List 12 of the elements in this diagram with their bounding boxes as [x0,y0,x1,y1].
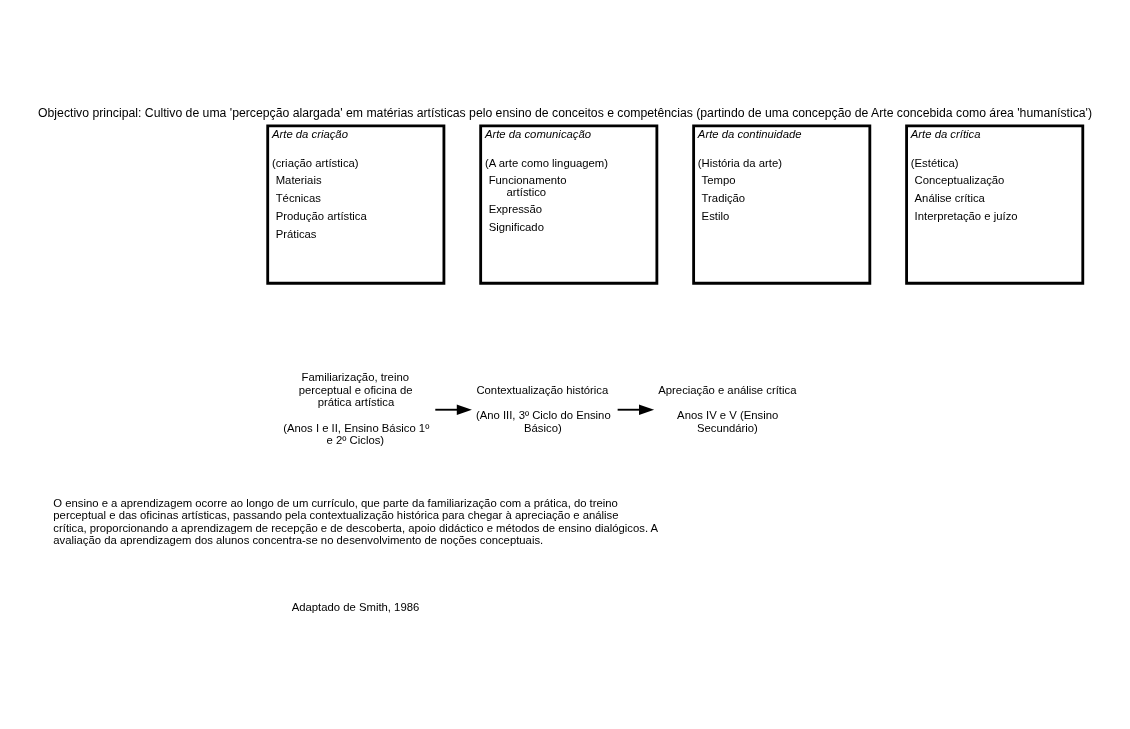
label: Adaptado de Smith, 1986 [291,601,420,614]
diagram-title: Objectivo principal: Cultivo de uma 'percepção alargada' em matérias artísticas pelo ensino de conceitos e competências (partindo de uma concepção de Arte concebida como área 'humanística') [38,106,1092,121]
node-box: Arte da comunicação (A arte como linguagem) Funcionamento artístico Expressão Significado [479,124,659,285]
node-text: Familiarização, treino perceptual e oficina de prática artística (Anos I e II, Ensino Básico 1º e 2º Ciclos) [283,371,430,446]
label: O ensino e a aprendizagem ocorre ao longo de um currículo, que parte da familiarização com a prática, do treino perceptual e das oficinas artísticas, passando pela contextualização histórica para chegar à apreciação e análise crítica, proporcionando a aprendizagem de recepção e de descoberta, apoio didáctico e métodos de ensino dialógicos. A avaliação da aprendizagem dos alunos concentra-se no desenvolvimento de noções conceptuais. [53,497,659,546]
node-text: Contextualização histórica (Ano III, 3º Ciclo do Ensino Básico) [475,383,611,434]
node-text: Apreciação e análise crítica Anos IV e V (Ensino Secundário) [658,383,797,434]
node-box: Arte da continuidade (História da arte) Tempo Tradição Estilo [692,124,872,285]
node-box: Arte da crítica (Estética) Conceptualização Análise crítica Interpretação e juízo [905,124,1085,285]
node-box: Arte da criação (criação artística) Materiais Técnicas Produção artística Práticas [266,124,446,285]
arrow [616,404,655,415]
arrow [434,404,472,415]
